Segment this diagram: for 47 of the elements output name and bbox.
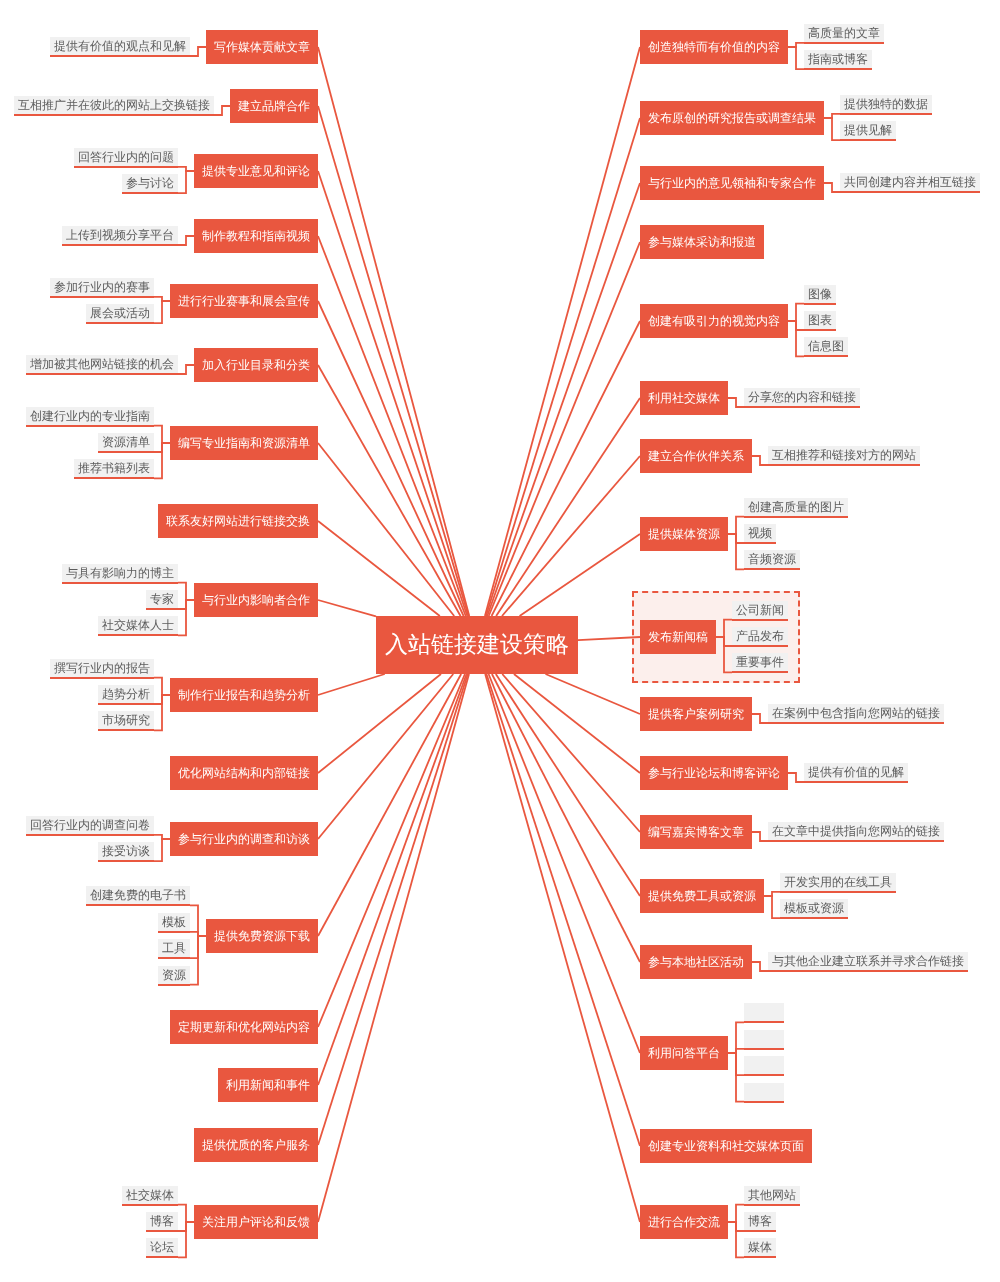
connector-line (751, 961, 769, 972)
connector-line (317, 235, 467, 617)
connector-line (317, 364, 462, 617)
connector-line (751, 831, 769, 842)
connector-line (513, 673, 641, 774)
connector-line (317, 520, 441, 617)
connector-line (317, 300, 465, 617)
connector-line (787, 320, 805, 358)
connector-line (501, 455, 641, 617)
connector-line (751, 455, 769, 466)
connector-line (213, 105, 231, 116)
connector-line (317, 442, 456, 617)
subtopic-box (744, 1082, 784, 1103)
central-topic-box: 入站链接建设策略 (376, 616, 578, 674)
connector-line (787, 772, 805, 783)
connector-line (317, 673, 466, 1028)
connector-line (491, 673, 641, 963)
connector-line (544, 673, 641, 715)
connector-line (823, 182, 841, 193)
connector-line (727, 397, 745, 408)
connector-line (751, 713, 769, 724)
connector-line (487, 673, 641, 1054)
connector-line (317, 673, 455, 840)
subtopic-box (744, 1029, 784, 1050)
connector-line (501, 673, 641, 833)
connector-line (177, 364, 195, 375)
connector-line (189, 46, 207, 57)
subtopic-box (744, 1003, 784, 1024)
connector-line (177, 1221, 195, 1259)
connector-line (495, 397, 641, 617)
connector-line (177, 235, 195, 246)
dashed-boundary (632, 590, 800, 684)
connector-line (317, 599, 377, 618)
connector-line (490, 320, 641, 617)
connector-line (577, 636, 641, 641)
connector-line (727, 533, 745, 571)
connector-line (177, 599, 195, 637)
connector-line (518, 533, 641, 617)
connector-line (153, 694, 171, 732)
connector-line (317, 673, 386, 696)
connector-line (494, 673, 641, 897)
subtopic-box (744, 1056, 784, 1077)
connector-line (317, 673, 442, 774)
connector-line (317, 673, 463, 937)
connector-line (727, 1221, 745, 1259)
connector-line (153, 442, 171, 480)
connector-line (715, 636, 733, 674)
